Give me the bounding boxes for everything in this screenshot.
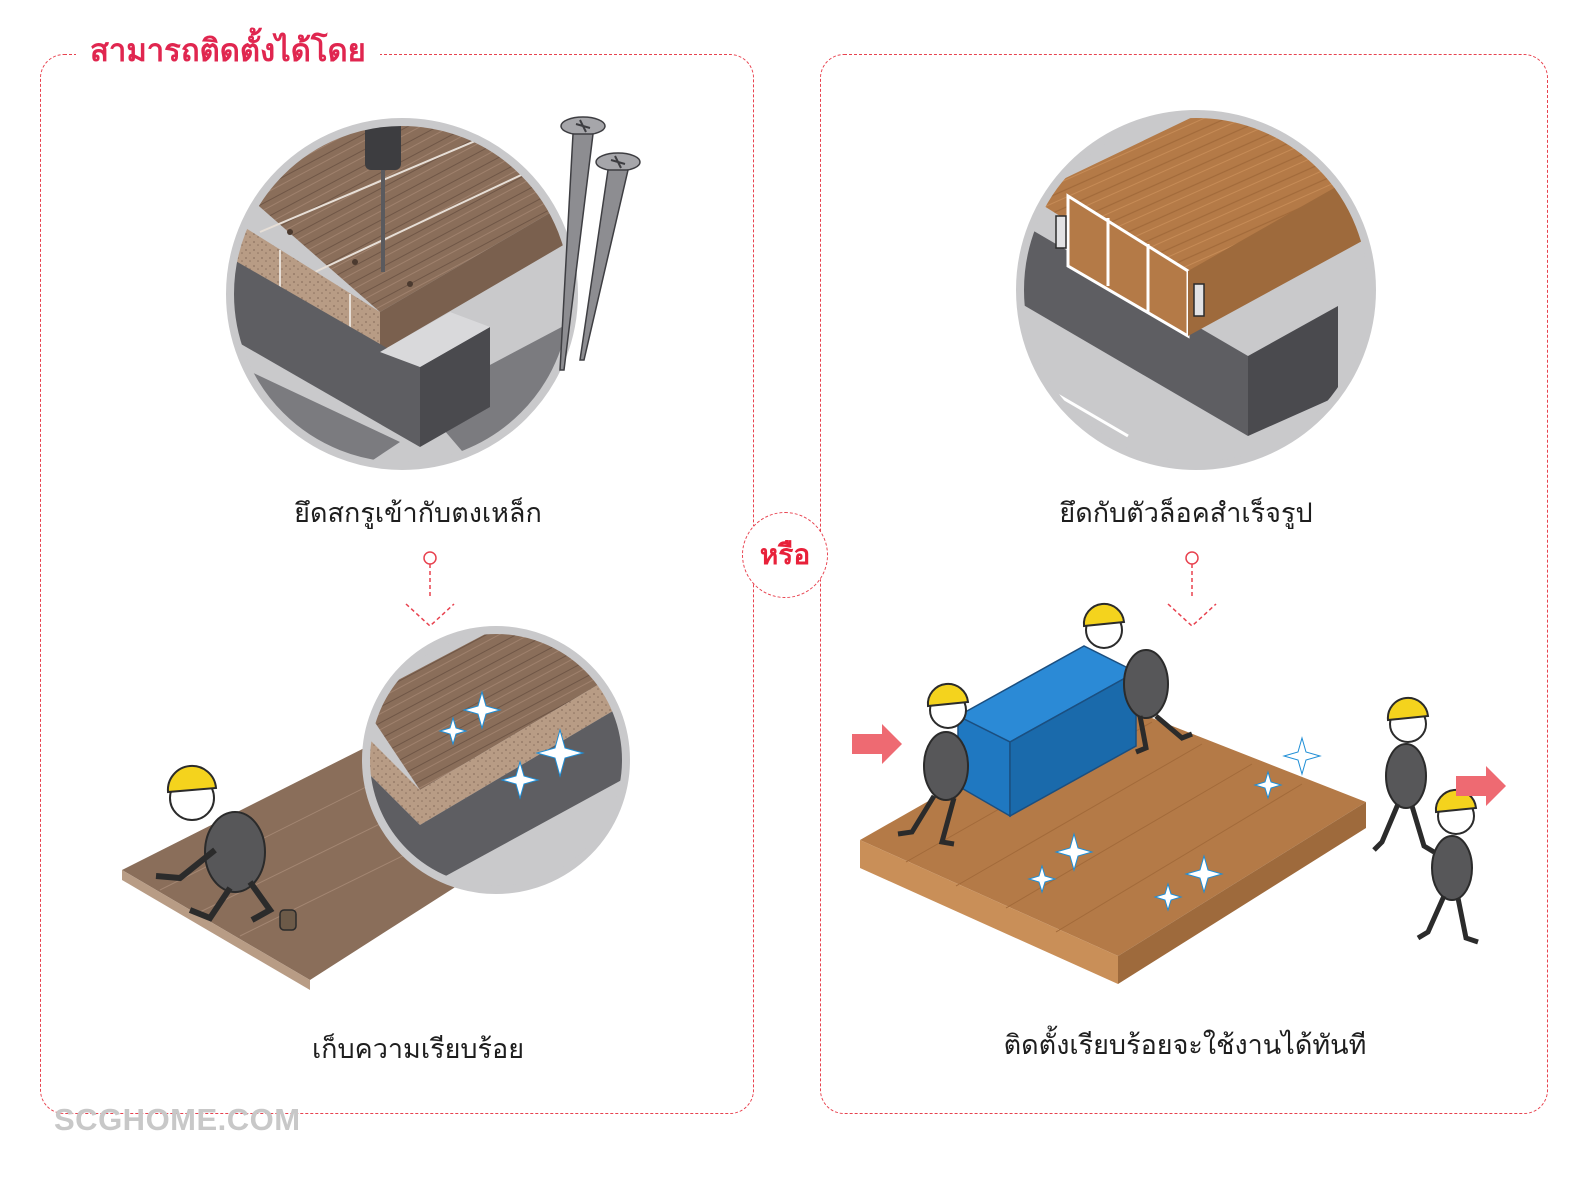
worker-figure <box>897 602 1479 945</box>
right-step1-caption: ยึดกับตัวล็อคสำเร็จรูป <box>1059 498 1313 529</box>
ready-deck-illustration <box>852 602 1506 984</box>
screw-icon <box>559 116 641 371</box>
left-step-connector <box>405 551 455 628</box>
watermark: SCGHOME.COM <box>54 1102 301 1137</box>
screw-fixing-illustration <box>226 116 641 470</box>
clip-lock-illustration <box>1016 110 1376 470</box>
arrow-icon <box>852 724 1506 806</box>
right-step2-caption: ติดตั้งเรียบร้อยจะใช้งานได้ทันที <box>1003 1030 1367 1061</box>
sparkle-icon <box>438 690 585 800</box>
helmet-icon <box>166 764 218 794</box>
sparkle-icon <box>1027 736 1322 912</box>
left-step2-caption: เก็บความเรียบร้อย <box>311 1034 525 1065</box>
right-step-connector <box>1167 551 1217 628</box>
left-step1-caption: ยึดสกรูเข้ากับตงเหล็ก <box>294 498 542 529</box>
right-panel-frame <box>820 54 1548 1114</box>
worker-figure <box>155 764 297 931</box>
sofa <box>956 645 1138 818</box>
or-separator-badge: หรือ <box>742 512 828 598</box>
section-title: สามารถติดตั้งได้โดย <box>76 28 380 74</box>
finishing-illustration <box>122 626 630 990</box>
